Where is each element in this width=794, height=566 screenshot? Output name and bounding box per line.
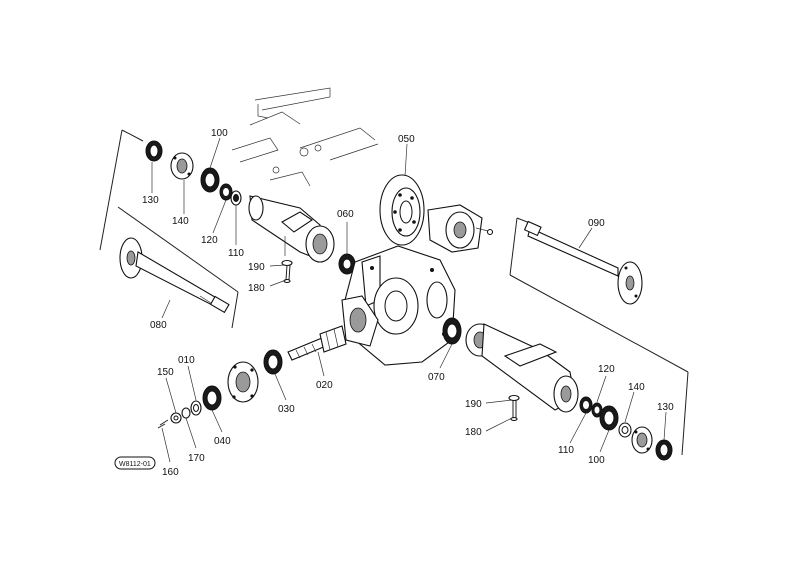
part-080-left-axle xyxy=(119,237,230,314)
label-130-right: 130 xyxy=(657,402,674,413)
part-130-left-seal xyxy=(145,140,163,162)
label-060: 060 xyxy=(337,209,354,220)
bearing-retainer-flange xyxy=(227,361,259,403)
label-110-right: 110 xyxy=(558,445,574,456)
label-120-left: 120 xyxy=(201,235,218,246)
label-010: 010 xyxy=(178,355,195,366)
label-020: 020 xyxy=(316,380,333,391)
part-100-left-bearing xyxy=(200,167,220,193)
right-bracket-lines xyxy=(509,217,689,456)
label-030: 030 xyxy=(278,404,295,415)
part-110-left-ring xyxy=(230,190,242,206)
part-120-left-ring xyxy=(219,183,233,201)
part-040-bearing xyxy=(202,385,222,411)
part-150-washer xyxy=(170,412,182,424)
label-090: 090 xyxy=(588,218,605,229)
label-100-left: 100 xyxy=(211,128,228,139)
label-190-left: 190 xyxy=(248,262,265,273)
part-190-180-left-bolt xyxy=(281,259,293,284)
label-070: 070 xyxy=(428,372,445,383)
part-190-180-right-bolt xyxy=(508,394,520,422)
label-190-right: 190 xyxy=(465,399,482,410)
right-axle-housing xyxy=(465,323,579,413)
label-130-left: 130 xyxy=(142,195,159,206)
chassis-ghost-outline xyxy=(231,87,379,187)
label-150: 150 xyxy=(157,367,174,378)
part-090-right-axle xyxy=(523,220,643,305)
label-080: 080 xyxy=(150,320,167,331)
label-180-left: 180 xyxy=(248,283,265,294)
part-020-pinion-shaft xyxy=(287,325,347,361)
part-110-right-ring xyxy=(579,396,593,414)
drawing-code-text: W8112-01 xyxy=(119,461,151,468)
label-120-right: 120 xyxy=(598,364,615,375)
label-170: 170 xyxy=(188,453,205,464)
part-010-nut xyxy=(190,400,202,416)
left-axle-housing xyxy=(248,195,335,263)
part-100-right-bearing xyxy=(599,405,619,431)
part-right-cover xyxy=(631,426,653,454)
label-180-right: 180 xyxy=(465,427,482,438)
part-labels: 130 140 100 120 110 190 180 060 050 090 … xyxy=(142,128,674,478)
leader-lines xyxy=(151,137,667,463)
label-110-left: 110 xyxy=(228,248,244,259)
label-100-right: 100 xyxy=(588,455,605,466)
part-170-washer xyxy=(181,407,191,419)
part-160-bolt xyxy=(157,419,169,429)
label-160: 160 xyxy=(162,467,179,478)
drawing-code-badge: W8112-01 xyxy=(114,456,156,470)
part-030-bearing xyxy=(263,349,283,375)
part-050-ring-gear xyxy=(379,174,425,246)
part-130-right-seal xyxy=(655,439,673,461)
label-040: 040 xyxy=(214,436,231,447)
part-140-right-ring xyxy=(618,422,632,438)
part-140-left-cover xyxy=(170,152,194,180)
left-bracket-lines xyxy=(99,129,239,329)
center-gearbox-housing xyxy=(341,245,456,366)
part-070-bearing xyxy=(442,317,462,345)
label-140-left: 140 xyxy=(172,216,189,227)
label-140-right: 140 xyxy=(628,382,645,393)
label-050: 050 xyxy=(398,134,415,145)
differential-case xyxy=(427,204,494,253)
